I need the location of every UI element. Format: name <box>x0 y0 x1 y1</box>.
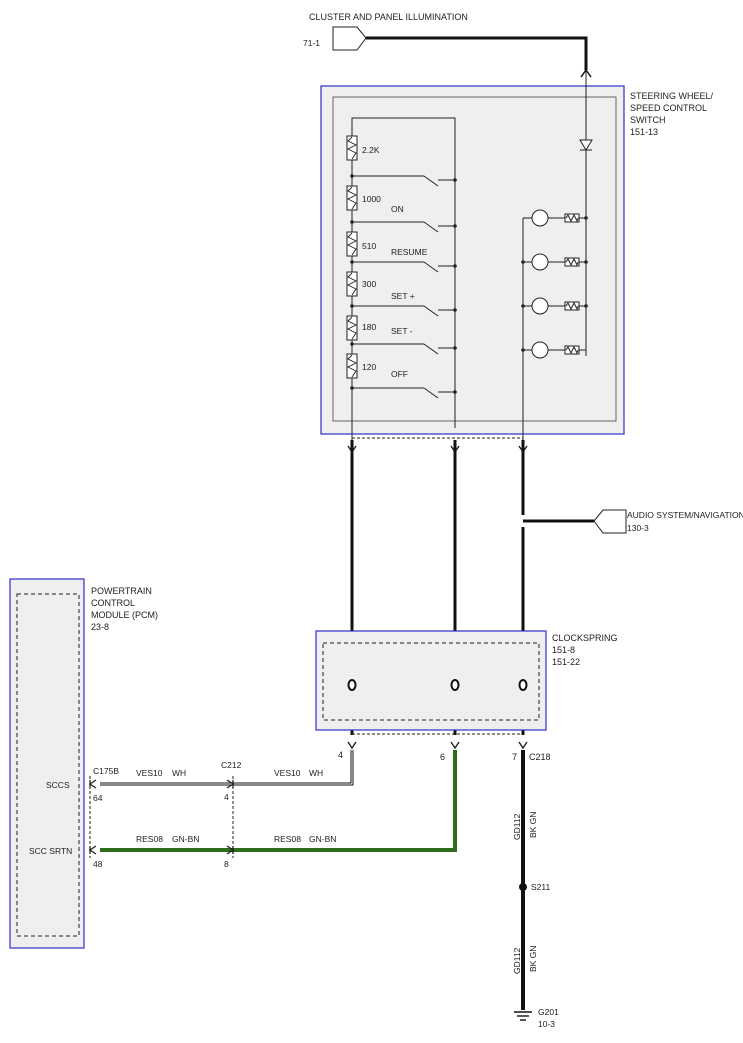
pin-4-clock: 4 <box>338 750 343 760</box>
resistor-120 <box>346 353 358 379</box>
pcm-title-2: CONTROL <box>91 598 135 608</box>
func-label-4: SET - <box>391 326 413 336</box>
switch-connector-arrows <box>347 445 528 454</box>
ground-ref: 10-3 <box>538 1019 555 1029</box>
conn-c212: C212 <box>221 760 242 770</box>
sw-ref: 151-13 <box>630 127 658 137</box>
ground-icon <box>514 1011 532 1021</box>
pin-64: 64 <box>93 793 103 803</box>
gd-1-col: BK GN <box>528 812 538 838</box>
sw-title-2: SPEED CONTROL <box>630 103 707 113</box>
clock-connector-arrows <box>347 741 528 750</box>
gd-2-label: GD112 <box>512 947 522 974</box>
audio-connector <box>593 509 627 534</box>
clockspring-inner <box>322 642 540 721</box>
sw-title-1: STEERING WHEEL/ <box>630 91 714 101</box>
pin-6-clock: 6 <box>440 752 445 762</box>
led-row-1 <box>523 209 586 227</box>
resistor-510 <box>346 231 358 257</box>
led-row-4 <box>523 341 586 359</box>
conn-c175b: C175B <box>93 766 119 776</box>
pcm-ref: 23-8 <box>91 622 109 632</box>
resistor-300 <box>346 271 358 297</box>
c175b-arrow-bot <box>88 845 97 855</box>
pin-7-clock: 7 <box>512 752 517 762</box>
gd-2-col: BK GN <box>528 946 538 972</box>
func-label-3: SET + <box>391 291 415 301</box>
wire-ves-lower-inner <box>100 750 353 785</box>
audio-ref: 130-3 <box>627 523 649 533</box>
func-label-1: ON <box>391 204 404 214</box>
gd-1-label: GD112 <box>512 813 522 840</box>
clock-ref-1: 151-8 <box>552 645 575 655</box>
steering-switch-inner <box>332 96 617 422</box>
resistor-label-0: 2.2K <box>362 145 380 155</box>
splice-s211 <box>519 883 527 891</box>
resistor-label-1: 1000 <box>362 194 381 204</box>
func-label-2: RESUME <box>391 247 428 257</box>
wire-ves-label-a: VES10 <box>136 768 163 778</box>
c175b-arrow-top <box>88 779 97 789</box>
diode-symbol <box>579 139 593 151</box>
wire-ves-col-b: WH <box>309 768 323 778</box>
func-label-5: OFF <box>391 369 408 379</box>
resistor-label-3: 300 <box>362 279 376 289</box>
sw-title-3: SWITCH <box>630 115 666 125</box>
pcm-inner <box>16 593 80 937</box>
wire-res-lower <box>100 750 457 852</box>
cluster-connector <box>332 26 367 51</box>
resistor-label-4: 180 <box>362 322 376 332</box>
led-node-dots <box>521 216 588 352</box>
wire-res-col-a: GN-BN <box>172 834 199 844</box>
resistor-1000 <box>346 185 358 211</box>
switch-contacts <box>352 175 455 399</box>
resistor-label-2: 510 <box>362 241 376 251</box>
contact-dots <box>350 174 457 394</box>
cluster-wire <box>366 36 588 70</box>
cluster-title: CLUSTER AND PANEL ILLUMINATION <box>309 12 468 22</box>
clock-ref-2: 151-22 <box>552 657 580 667</box>
c212-arrow-top <box>226 779 235 789</box>
pin-8-c212: 8 <box>224 859 229 869</box>
c212-arrow-bot <box>226 845 235 855</box>
clockspring-contacts <box>347 679 528 691</box>
wire-res-label-a: RES08 <box>136 834 163 844</box>
conn-c218: C218 <box>529 752 551 762</box>
pin-48: 48 <box>93 859 103 869</box>
wire-res-label-b: RES08 <box>274 834 301 844</box>
wire-res-col-b: GN-BN <box>309 834 336 844</box>
pcm-pin-sccs: SCCS <box>46 780 70 790</box>
resistor-180 <box>346 315 358 341</box>
resistor-2k2 <box>346 135 358 161</box>
audio-title: AUDIO SYSTEM/NAVIGATION <box>627 510 743 520</box>
pcm-title-1: POWERTRAIN <box>91 586 152 596</box>
pcm-title-3: MODULE (PCM) <box>91 610 158 620</box>
wire-ves-label-b: VES10 <box>274 768 301 778</box>
wire-ves-col-a: WH <box>172 768 186 778</box>
resistor-label-5: 120 <box>362 362 376 372</box>
splice-label: S211 <box>531 882 550 892</box>
pcm-pin-sccsrtn: SCC SRTN <box>29 846 72 856</box>
ground-label: G201 <box>538 1007 559 1017</box>
pcm-frame <box>9 578 85 949</box>
cluster-ref: 71-1 <box>303 38 320 48</box>
pin-4-c212: 4 <box>224 792 229 802</box>
clock-title: CLOCKSPRING <box>552 633 618 643</box>
led-row-2 <box>523 253 586 271</box>
